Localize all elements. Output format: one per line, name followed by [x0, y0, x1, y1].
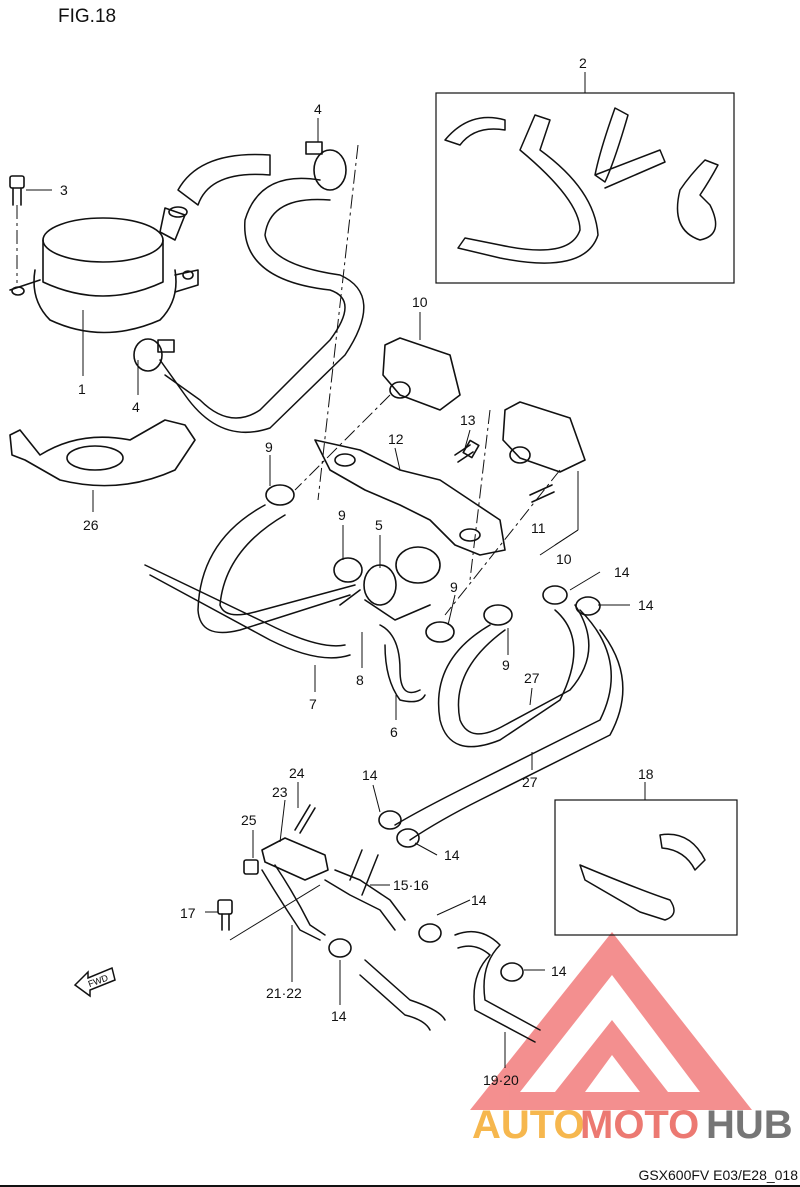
callout-4-upper: 4: [314, 101, 322, 117]
part-4-clamp-upper: [305, 141, 347, 191]
upper-air-hose: [159, 153, 365, 434]
callout-7: 7: [309, 696, 317, 712]
callout-19-20: 19·20: [483, 1072, 519, 1088]
leader-lines: [82, 72, 646, 1068]
callout-9-c: 9: [450, 579, 458, 595]
watermark-text-hub: HUB: [706, 1103, 793, 1147]
part-26-bracket: [9, 419, 196, 487]
callout-6: 6: [390, 724, 398, 740]
callout-10-lower: 10: [556, 551, 572, 567]
callout-3: 3: [60, 182, 68, 198]
part-5-control-valve: [339, 546, 441, 621]
kit-box-2: [435, 92, 735, 284]
fwd-arrow-icon: FWD: [73, 966, 116, 998]
part-3-bolt: [9, 175, 25, 206]
part-27-hoses: [394, 604, 624, 841]
part-24-stud: [294, 804, 316, 834]
part-14-clamp-f: [328, 938, 352, 958]
callout-11: 11: [531, 520, 546, 536]
figure-code: GSX600FV E03/E28_018: [638, 1167, 798, 1183]
watermark-m-shape: [555, 1020, 668, 1092]
part-11-bolt: [529, 484, 555, 503]
part-10-reed-valve-upper: [382, 337, 461, 411]
callout-14-g: 14: [551, 963, 567, 979]
callout-13: 13: [460, 412, 476, 428]
callout-5: 5: [375, 517, 383, 533]
callout-1: 1: [78, 381, 86, 397]
callouts: 2 4 3 1 4 26 10 13 12 9 9 5 11 10 14 14 …: [60, 55, 654, 1088]
part-13-bolt: [454, 439, 480, 463]
callout-27-lower: 27: [522, 774, 538, 790]
part-4-clamp-lower: [133, 338, 175, 372]
callout-24: 24: [289, 765, 305, 781]
part-25-nut: [243, 859, 259, 875]
part-14-clamp-c: [378, 810, 402, 830]
callout-26: 26: [83, 517, 99, 533]
part-12-bracket: [314, 439, 506, 556]
callout-9-a: 9: [265, 439, 273, 455]
part-2-hose-kit: [444, 107, 719, 264]
part-14-clamp-d: [396, 828, 420, 848]
part-14-clamp-a: [542, 585, 568, 605]
callout-9-d: 9: [502, 657, 510, 673]
callout-8: 8: [356, 672, 364, 688]
part-18-hose-kit: [579, 833, 706, 921]
callout-23: 23: [272, 784, 288, 800]
callout-12: 12: [388, 431, 404, 447]
part-9-clamp-d: [483, 604, 513, 626]
callout-10-upper: 10: [412, 294, 428, 310]
callout-17: 17: [180, 905, 196, 921]
watermark-text-auto: AUTO: [472, 1103, 585, 1147]
callout-9-b: 9: [338, 507, 346, 523]
part-14-clamp-b: [575, 596, 601, 616]
callout-14-c: 14: [362, 767, 378, 783]
part-23-gasket: [261, 837, 329, 881]
watermark-logo: [470, 932, 752, 1110]
part-17-bolt: [217, 899, 233, 931]
watermark-wordmark: AUTO MOTO HUB: [472, 1103, 793, 1147]
callout-27-upper: 27: [524, 670, 540, 686]
part-19-20-pipe: [454, 930, 541, 1043]
part-9-clamp-b: [333, 557, 363, 583]
part-10-reed-valve-lower: [502, 401, 586, 473]
part-9-clamp-a: [265, 484, 295, 506]
figure-title: FIG.18: [58, 6, 116, 27]
part-15-16-pipe: [324, 849, 446, 1031]
watermark-text-moto: MOTO: [580, 1103, 699, 1147]
callout-14-e: 14: [471, 892, 487, 908]
callout-2: 2: [579, 55, 587, 71]
callout-21-22: 21·22: [266, 985, 302, 1001]
part-14-clamp-e: [418, 923, 442, 943]
part-1-air-filter: [9, 206, 199, 334]
callout-14-b: 14: [638, 597, 654, 613]
callout-18: 18: [638, 766, 654, 782]
kit-box-18: [554, 799, 738, 936]
part-21-22-pipe: [261, 864, 326, 941]
callout-15-16: 15·16: [393, 877, 429, 893]
callout-14-d: 14: [444, 847, 460, 863]
part-9-clamp-c: [425, 621, 455, 643]
callout-14-a: 14: [614, 564, 630, 580]
callout-25: 25: [241, 812, 257, 828]
callout-4-lower: 4: [132, 399, 140, 415]
part-14-clamp-g: [500, 962, 524, 982]
middle-hoses: [144, 504, 426, 703]
callout-14-f: 14: [331, 1008, 347, 1024]
